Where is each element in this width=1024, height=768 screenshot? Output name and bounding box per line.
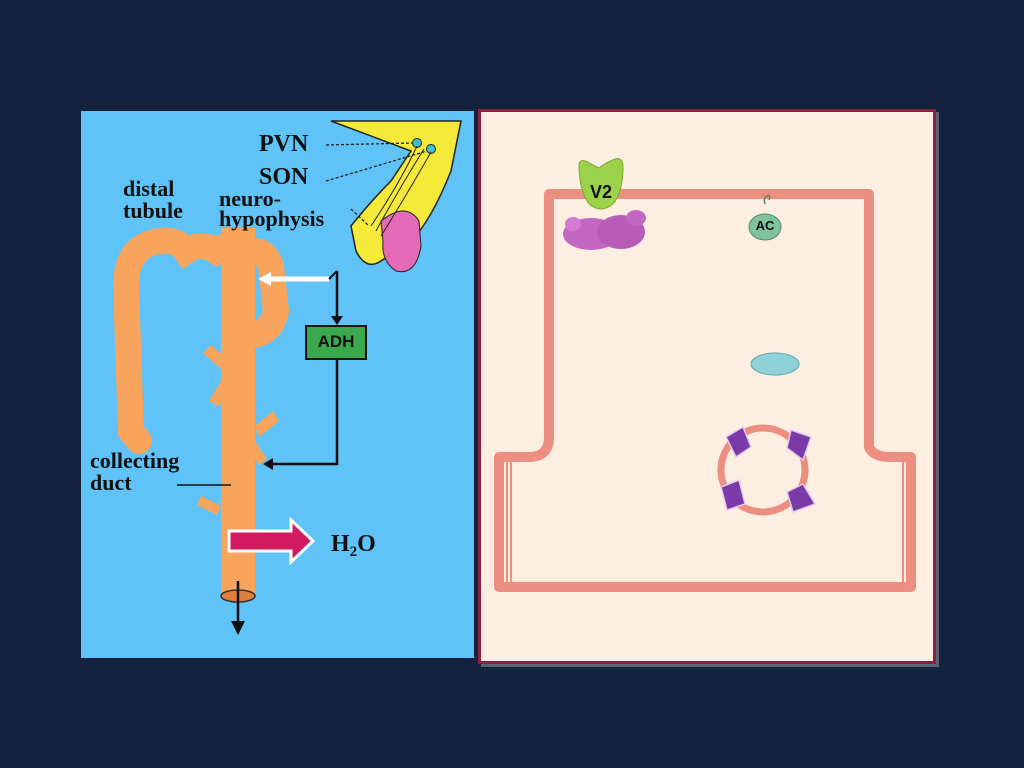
neurohypophysis-pink <box>380 210 422 273</box>
label-collecting-line1: collecting <box>90 448 180 473</box>
aquaporin-channel-2 <box>786 429 812 462</box>
adenylyl-cyclase <box>748 213 782 241</box>
left-panel-kidney-diagram: PVN SON distal tubule neuro- hypophysis … <box>81 111 474 658</box>
label-water: H2O <box>331 531 376 560</box>
ac-label: AC <box>755 218 775 233</box>
aquaporin-vesicle <box>717 424 809 516</box>
adh-label: ADH <box>317 332 355 351</box>
cell-membrane <box>494 189 916 592</box>
v2-label: V2 <box>589 182 613 202</box>
aquaporin-channel-4 <box>786 483 817 513</box>
cytosolic-protein <box>750 352 800 376</box>
v2-receptor <box>578 158 624 210</box>
aquaporin-channel-3 <box>720 478 746 511</box>
label-son: SON <box>259 164 309 190</box>
water-arrow <box>227 516 316 566</box>
aquaporin-channel-1 <box>725 425 752 459</box>
label-distal-line1: distal <box>123 176 175 201</box>
label-collecting-line2: duct <box>90 470 132 495</box>
kidney-tubule-drawing <box>112 120 462 635</box>
g-protein-complex <box>563 210 646 250</box>
right-panel-cell-diagram: V2 AC <box>478 109 936 664</box>
label-neuro-line2: hypophysis <box>219 206 325 231</box>
cell-drawing <box>494 158 916 592</box>
label-neuro-line1: neuro- <box>219 186 281 211</box>
label-distal-line2: tubule <box>123 198 183 223</box>
label-pvn: PVN <box>259 131 309 157</box>
distal-tubule <box>112 227 290 454</box>
